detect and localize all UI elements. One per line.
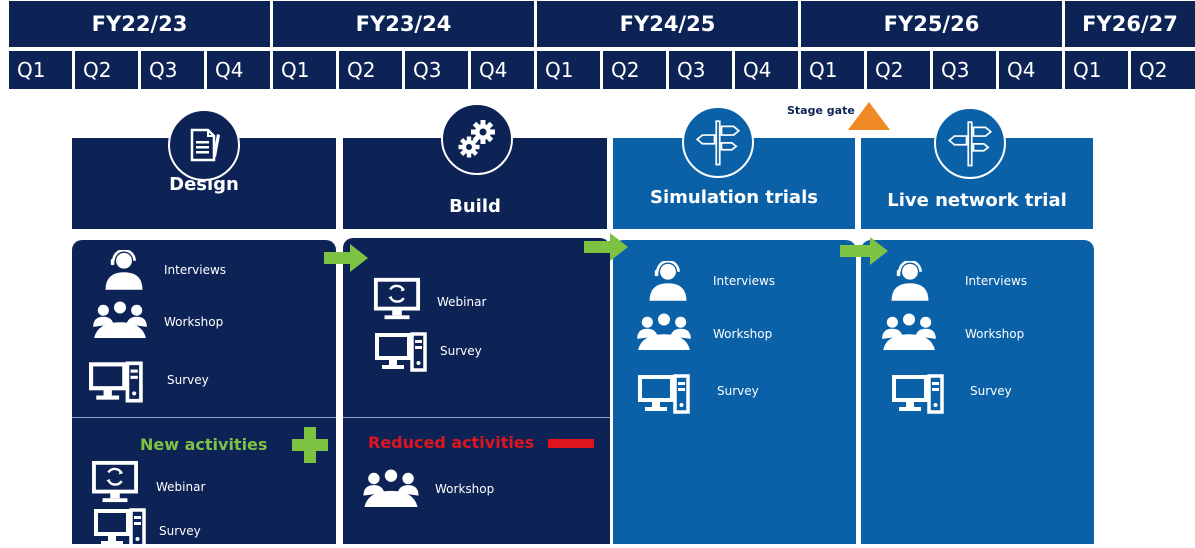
- build-panel: Webinar Survey Reduced activities Worksh…: [343, 238, 610, 544]
- activity-label: Interviews: [164, 263, 227, 277]
- quarter-17: Q1: [1065, 51, 1128, 89]
- activity-label: Survey: [970, 384, 1012, 398]
- workshop-group-icon: [362, 469, 420, 507]
- plus-icon: [292, 427, 328, 463]
- quarter-3: Q3: [141, 51, 204, 89]
- quarter-1: Q1: [9, 51, 72, 89]
- interview-headset-icon: [888, 261, 932, 301]
- activity-label: Workshop: [713, 327, 773, 341]
- quarter-16: Q4: [999, 51, 1062, 89]
- fiscal-year-5: FY26/27: [1065, 1, 1195, 47]
- arrow-right-icon: [584, 233, 628, 261]
- quarter-8: Q4: [471, 51, 534, 89]
- activity-label: Webinar: [437, 295, 487, 309]
- live-trial-header: Live network trial: [861, 138, 1093, 229]
- activity-label: Interviews: [965, 274, 1028, 288]
- webinar-icon: [91, 460, 139, 504]
- activity-label: Workshop: [965, 327, 1025, 341]
- quarter-9: Q1: [537, 51, 600, 89]
- fiscal-year-1: FY22/23: [9, 1, 270, 47]
- build-title: Build: [449, 196, 501, 217]
- minus-icon: [548, 439, 594, 448]
- interview-headset-icon: [102, 250, 146, 290]
- gears-icon: [441, 103, 513, 175]
- simulation-panel: Interviews Workshop Survey: [613, 240, 856, 544]
- survey-computer-icon: [89, 361, 143, 403]
- divider: [72, 417, 336, 418]
- arrow-right-icon: [324, 244, 368, 272]
- activity-label: Survey: [159, 524, 201, 538]
- activity-label: Survey: [167, 373, 209, 387]
- survey-computer-icon: [94, 508, 146, 548]
- quarter-18: Q2: [1131, 51, 1195, 89]
- new-activities-title: New activities: [140, 435, 268, 454]
- survey-computer-icon: [375, 332, 427, 372]
- activity-label: Interviews: [713, 274, 776, 288]
- document-edit-icon: [168, 109, 240, 181]
- activity-label: Workshop: [164, 315, 224, 329]
- quarter-12: Q4: [735, 51, 798, 89]
- quarter-14: Q2: [867, 51, 930, 89]
- stage-gate-label: Stage gate: [787, 104, 855, 117]
- arrow-right-icon: [840, 237, 888, 265]
- workshop-group-icon: [881, 313, 937, 350]
- reduced-activities-title: Reduced activities: [368, 433, 535, 452]
- activity-label: Survey: [440, 344, 482, 358]
- webinar-icon: [373, 276, 421, 322]
- workshop-group-icon: [92, 301, 148, 338]
- design-panel: Interviews Workshop Survey New activitie…: [72, 240, 336, 544]
- quarter-13: Q1: [801, 51, 864, 89]
- survey-computer-icon: [638, 374, 690, 414]
- interview-headset-icon: [646, 261, 690, 301]
- fiscal-year-3: FY24/25: [537, 1, 798, 47]
- stage-gate-triangle-icon: [848, 102, 890, 130]
- quarter-15: Q3: [933, 51, 996, 89]
- quarter-2: Q2: [75, 51, 138, 89]
- quarter-4: Q4: [207, 51, 270, 89]
- quarter-10: Q2: [603, 51, 666, 89]
- survey-computer-icon: [892, 374, 944, 414]
- activity-label: Webinar: [156, 480, 206, 494]
- quarter-6: Q2: [339, 51, 402, 89]
- quarter-5: Q1: [273, 51, 336, 89]
- workshop-group-icon: [636, 313, 692, 350]
- quarter-7: Q3: [405, 51, 468, 89]
- simulation-title: Simulation trials: [650, 187, 818, 208]
- signpost-icon: [682, 106, 754, 178]
- fiscal-year-2: FY23/24: [273, 1, 534, 47]
- quarter-11: Q3: [669, 51, 732, 89]
- activity-label: Survey: [717, 384, 759, 398]
- live-trial-title: Live network trial: [887, 190, 1067, 211]
- simulation-header: Simulation trials: [613, 138, 855, 229]
- design-title: Design: [169, 174, 239, 195]
- live-trial-panel: Interviews Workshop Survey: [861, 240, 1094, 544]
- activity-label: Workshop: [435, 482, 495, 496]
- fiscal-year-4: FY25/26: [801, 1, 1062, 47]
- signpost-icon: [934, 107, 1006, 179]
- divider: [343, 417, 610, 418]
